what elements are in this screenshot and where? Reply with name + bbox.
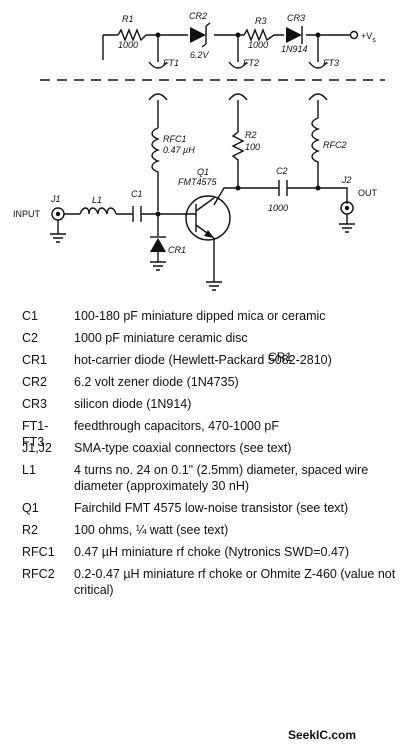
capacitor-c1 xyxy=(132,206,142,222)
label-r2: R2 xyxy=(245,130,257,140)
label-q1: Q1 xyxy=(197,167,209,177)
part-ref: C1 xyxy=(22,309,38,323)
part-description: feedthrough capacitors, 470-1000 pF xyxy=(74,419,279,433)
part-ref: L1 xyxy=(22,463,36,477)
feedthrough-cap-ft2 xyxy=(228,35,248,128)
diode-cr3 xyxy=(286,26,303,44)
label-j1: J1 xyxy=(50,194,61,204)
parts-list-item: R2 100 ohms, ¼ watt (see text) xyxy=(22,522,397,538)
parts-list-item: L1 4 turns no. 24 on 0.1" (2.5mm) diamete… xyxy=(22,462,397,494)
parts-list-item: C1 100-180 pF miniature dipped mica or ce… xyxy=(22,308,397,324)
part-ref: RFC2 xyxy=(22,567,55,581)
connector-j2 xyxy=(339,201,355,233)
watermark-text: SeekIC.com xyxy=(288,728,357,742)
label-j2: J2 xyxy=(341,175,352,185)
label-cr3-value: 1N914 xyxy=(281,44,308,54)
zener-diode-cr2 xyxy=(190,22,211,48)
label-q1-value: FMT4575 xyxy=(178,177,218,187)
part-description: Fairchild FMT 4575 low-noise transistor … xyxy=(74,501,349,515)
part-description: silicon diode (1N914) xyxy=(74,397,192,411)
part-ref: FT1-FT3 xyxy=(22,419,49,449)
part-description: 0.47 µH miniature rf choke (Nytronics SW… xyxy=(74,545,350,559)
parts-list-item: C2 1000 pF miniature ceramic disc xyxy=(22,330,397,346)
collector-wire xyxy=(213,187,348,206)
parts-list-item: CR2 6.2 volt zener diode (1N4735) xyxy=(22,374,397,390)
connector-j1 xyxy=(50,207,66,243)
label-c1: C1 xyxy=(131,189,143,199)
resistor-r1 xyxy=(117,28,147,42)
label-ft1: FT1 xyxy=(163,58,179,68)
label-cr1: CR1 xyxy=(168,245,186,255)
part-ref: C2 xyxy=(22,331,38,345)
label-r3: R3 xyxy=(255,16,267,26)
circuit-schematic: R1 1000 CR2 6.2V R3 1000 CR3 1N914 +Vs F… xyxy=(13,11,385,291)
label-vs-sub: s xyxy=(372,37,376,44)
label-r1: R1 xyxy=(122,14,134,24)
feedthrough-cap-ft1 xyxy=(148,35,168,128)
resistor-r2 xyxy=(231,128,245,188)
part-description: 4 turns no. 24 on 0.1" (2.5mm) diameter,… xyxy=(74,463,369,493)
resistor-r3 xyxy=(243,28,275,42)
part-description: 100 ohms, ¼ watt (see text) xyxy=(74,523,229,537)
parts-list-item: RFC1 0.47 µH miniature rf choke (Nytronic… xyxy=(22,544,397,560)
parts-list-item: RFC2 0.2-0.47 µH miniature rf choke or Oh… xyxy=(22,566,397,598)
label-ft3: FT3 xyxy=(323,58,339,68)
label-rfc1-value: 0.47 µH xyxy=(163,145,195,155)
part-ref: CR1 xyxy=(22,353,48,367)
parts-list-item: CR3 silicon diode (1N914) xyxy=(22,396,397,412)
part-description: 6.2 volt zener diode (1N4735) xyxy=(74,375,239,389)
part-ref: CR2 xyxy=(22,375,48,389)
part-ref: Q1 xyxy=(22,501,39,515)
parts-list-item: J1,J2 SMA-type coaxial connectors (see te… xyxy=(22,440,397,456)
label-r2-value: 100 xyxy=(245,142,260,152)
label-r1-value: 1000 xyxy=(118,40,138,50)
junction-dot-5 xyxy=(315,185,321,191)
label-rfc2: RFC2 xyxy=(323,140,347,150)
parts-list-item: Q1 Fairchild FMT 4575 low-noise transisto… xyxy=(22,500,397,516)
inductor-rfc2 xyxy=(311,117,320,188)
ground-q1-emitter xyxy=(206,281,222,291)
label-out: OUT xyxy=(358,188,378,198)
part-description: SMA-type coaxial connectors (see text) xyxy=(74,441,292,455)
part-description: hot-carrier diode (Hewlett-Packard 5082-… xyxy=(74,353,332,367)
part-ref: J1,J2 xyxy=(22,441,52,455)
capacitor-c2 xyxy=(278,180,288,196)
part-ref: R2 xyxy=(22,523,38,537)
label-cr2-value: 6.2V xyxy=(190,50,210,60)
label-c2: C2 xyxy=(276,166,288,176)
transistor-q1 xyxy=(185,195,231,282)
diode-cr1 xyxy=(150,214,166,271)
part-description: 100-180 pF miniature dipped mica or cera… xyxy=(74,309,326,323)
feedthrough-cap-ft3 xyxy=(308,35,328,118)
parts-list: C1 100-180 pF miniature dipped mica or ce… xyxy=(22,308,397,604)
label-r3-value: 1000 xyxy=(248,40,268,50)
junction-dot-4 xyxy=(235,185,241,191)
inductor-l1 xyxy=(79,207,117,215)
parts-list-item: FT1-FT3 feedthrough capacitors, 470-1000 … xyxy=(22,418,397,449)
label-cr2: CR2 xyxy=(189,11,207,21)
label-input: INPUT xyxy=(13,209,41,219)
label-c2-value: 1000 xyxy=(268,203,288,213)
part-description: 1000 pF miniature ceramic disc xyxy=(74,331,248,345)
inductor-rfc1 xyxy=(151,127,160,211)
label-ft2: FT2 xyxy=(243,58,259,68)
label-vs-main: +V xyxy=(361,31,372,41)
part-ref: RFC1 xyxy=(22,545,55,559)
stray-label: CR1 xyxy=(268,350,293,364)
label-cr3: CR3 xyxy=(287,13,305,23)
label-vs: +Vs xyxy=(361,31,376,44)
part-description: 0.2-0.47 µH miniature rf choke or Ohmite… xyxy=(74,567,396,597)
label-l1: L1 xyxy=(92,195,102,205)
label-rfc1: RFC1 xyxy=(163,134,187,144)
vs-terminal xyxy=(349,30,359,40)
part-ref: CR3 xyxy=(22,397,48,411)
